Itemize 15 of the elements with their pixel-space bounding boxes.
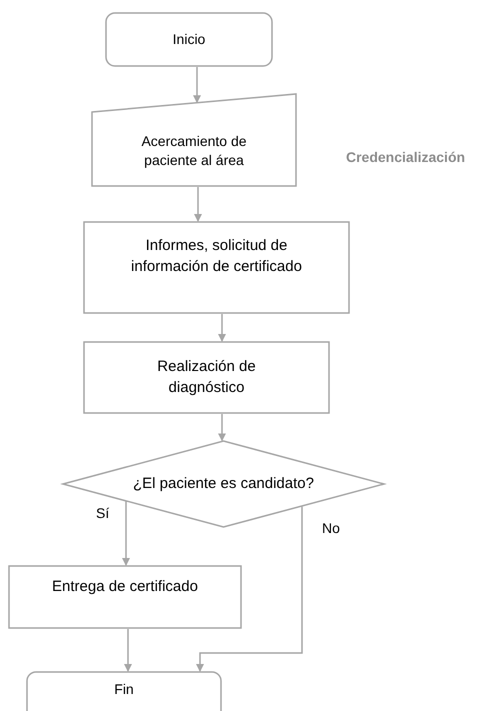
arrow xyxy=(218,414,226,442)
section-title: Credencialización xyxy=(346,148,466,167)
node-text: Entrega de certificado xyxy=(52,576,198,597)
node-text: Inicio xyxy=(172,30,206,49)
arrow xyxy=(124,629,132,672)
arrow xyxy=(196,506,303,672)
node-text: Realización de diagnóstico xyxy=(156,356,257,398)
arrow xyxy=(194,187,202,222)
node-text: Fin xyxy=(114,680,134,700)
node-text: ¿El paciente es candidato? xyxy=(133,474,314,494)
node-text: Informes, solicitud de información de certificado xyxy=(131,236,302,276)
arrow xyxy=(218,314,226,342)
node-text: Acercamiento de paciente al área xyxy=(140,132,248,170)
arrow xyxy=(122,501,130,566)
arrow xyxy=(193,67,201,104)
